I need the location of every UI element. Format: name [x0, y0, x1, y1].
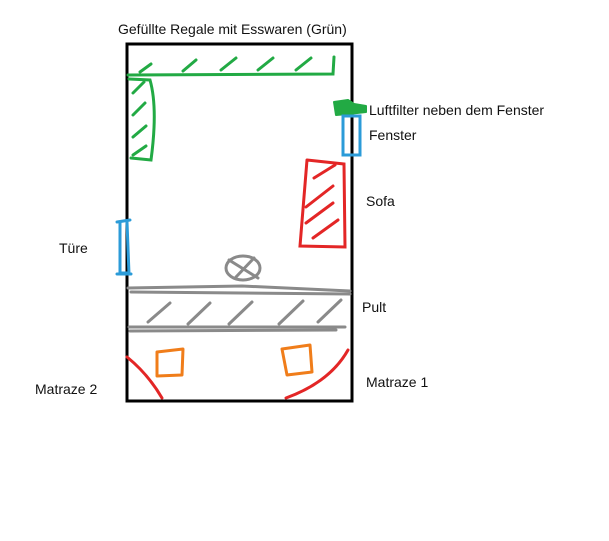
label-shelves: Gefüllte Regale mit Esswaren (Grün): [118, 21, 347, 37]
room-walls: [125, 42, 354, 403]
label-door: Türe: [59, 240, 88, 256]
air-filter: [333, 99, 367, 116]
window: [341, 114, 362, 157]
pillow-mattress-2: [155, 347, 185, 378]
label-mattress-2: Matraze 2: [35, 381, 98, 397]
mattress-2: [125, 355, 164, 400]
desk: [126, 284, 352, 333]
shelves: [126, 55, 336, 162]
label-mattress-1: Matraze 1: [366, 374, 429, 390]
label-desk: Pult: [362, 299, 387, 315]
mattress-1: [284, 348, 350, 400]
label-sofa: Sofa: [366, 193, 395, 209]
label-window: Fenster: [369, 127, 417, 143]
label-air-filter: Luftfilter neben dem Fenster: [369, 102, 545, 118]
pillow-mattress-1: [280, 343, 314, 377]
chair: [224, 254, 262, 282]
door: [115, 218, 133, 276]
sofa: [298, 158, 347, 249]
